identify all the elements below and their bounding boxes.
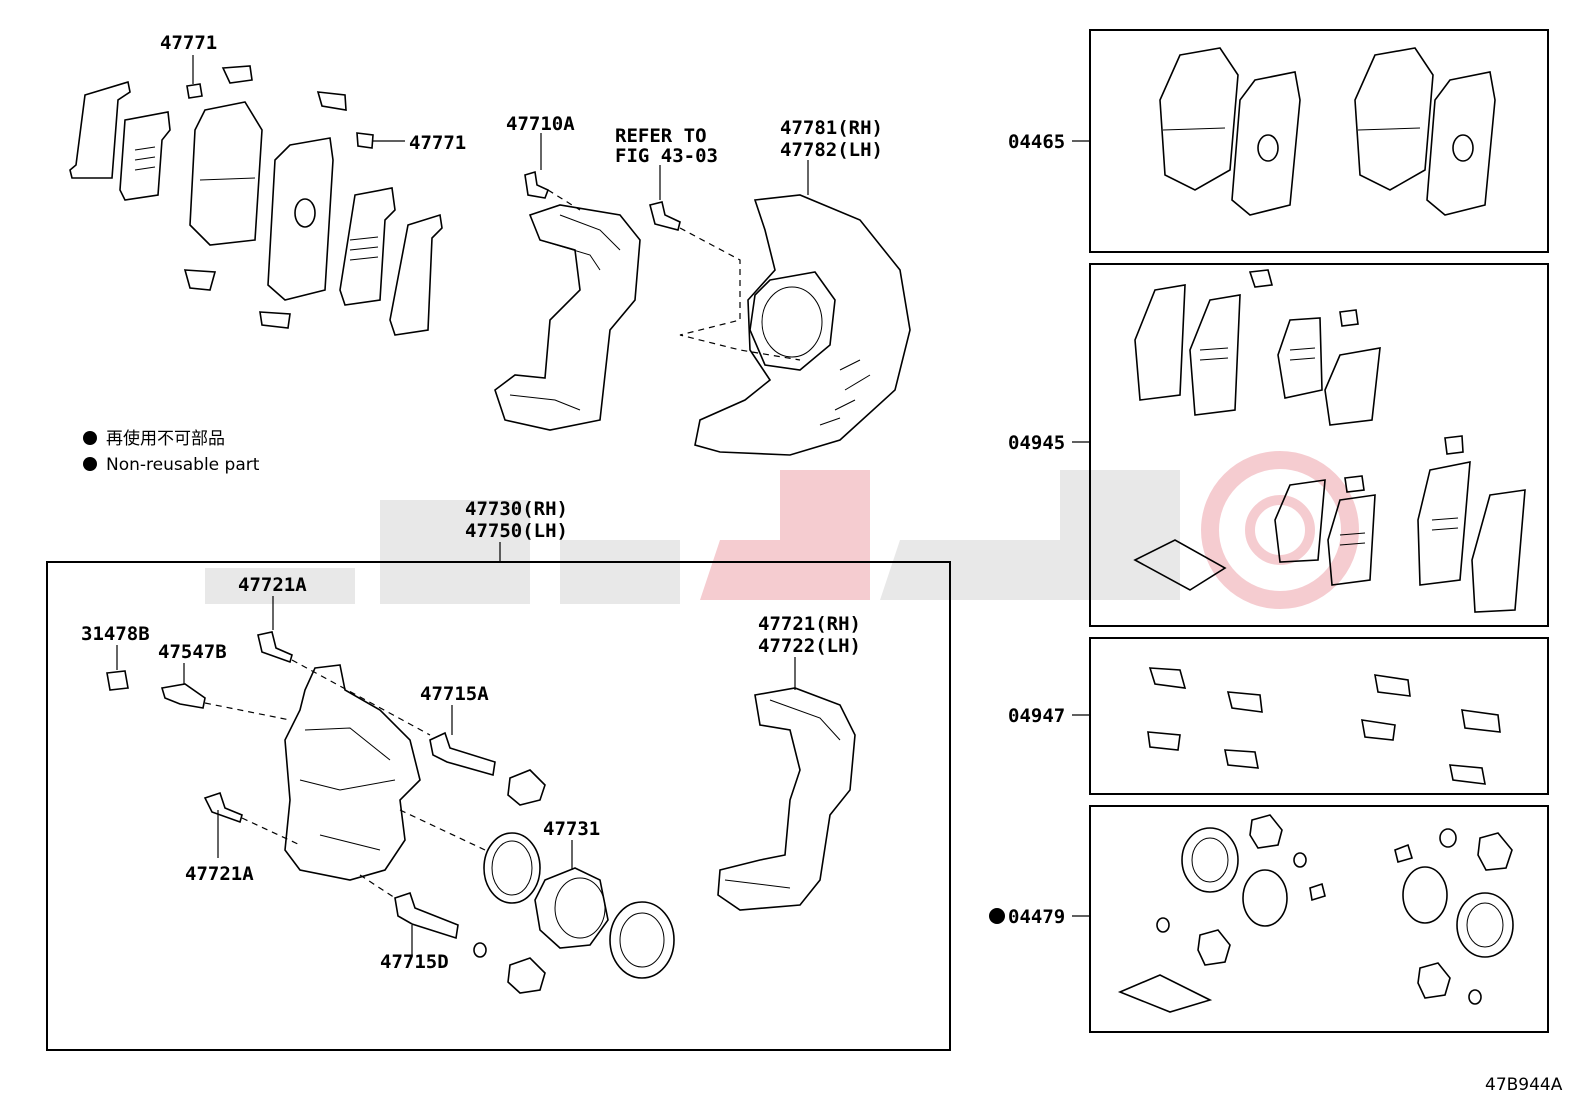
non-reusable-bullet-icon: [83, 431, 97, 445]
disc-brake-dust-cover: [694, 194, 911, 456]
label-47782: 47782(LH): [780, 139, 883, 161]
figure-code: 47B944A: [1485, 1075, 1563, 1095]
refer-line2: FIG 43-03: [615, 145, 718, 167]
kit-box-04945: [1089, 263, 1549, 627]
pin-boot: [507, 769, 546, 806]
kit-box-04947: [1089, 637, 1549, 795]
label-47771-top: 47771: [160, 32, 217, 54]
kit-box-04465: [1089, 29, 1549, 253]
kit-04479-seals: [1117, 814, 1514, 1013]
caliper-mounting-bracket: [494, 170, 641, 431]
legend-en: Non-reusable part: [106, 455, 260, 475]
slide-pin-a: [429, 731, 496, 777]
watermark: [205, 451, 1359, 609]
kit-label-04945: 04945: [1008, 432, 1065, 454]
kit-04945-shims: [1133, 269, 1526, 613]
small-ring: [473, 942, 487, 958]
label-47721A-bottom: 47721A: [185, 863, 254, 885]
label-47715D: 47715D: [380, 951, 449, 973]
kit-label-04947: 04947: [1008, 705, 1065, 727]
kit-label-04465: 04465: [1008, 131, 1065, 153]
label-47715A: 47715A: [420, 683, 489, 705]
refer-line1: REFER TO: [615, 125, 707, 147]
kit-label-04479: 04479: [1008, 906, 1065, 928]
pad-set-exploded: [69, 65, 443, 336]
label-47721A-top: 47721A: [238, 574, 307, 596]
caliper-cylinder: [284, 664, 421, 881]
label-47781: 47781(RH): [780, 117, 883, 139]
label-47750: 47750(LH): [465, 520, 568, 542]
kit-04465-pads: [1159, 47, 1496, 216]
caliper-mounting-bracket-sub: [717, 687, 856, 911]
non-reusable-bullet-icon: [83, 457, 97, 471]
label-31478B: 31478B: [81, 623, 150, 645]
kit-box-04479: [1089, 805, 1549, 1033]
pin-boot-2: [507, 957, 546, 994]
bolt-refer: [649, 201, 681, 231]
non-reusable-bullet-icon: [989, 908, 1005, 924]
bleeder-plug: [257, 631, 293, 664]
bleeder-plug-2: [203, 791, 243, 824]
label-47721: 47721(RH): [758, 613, 861, 635]
kit-04947-clips: [1147, 667, 1501, 785]
caliper-assembly-box: [46, 561, 951, 1051]
piston-parts: [483, 832, 675, 979]
label-47722: 47722(LH): [758, 635, 861, 657]
label-47771-right: 47771: [409, 132, 466, 154]
label-47731: 47731: [543, 818, 600, 840]
legend-jp: 再使用不可部品: [106, 428, 225, 449]
label-47710A: 47710A: [506, 113, 575, 135]
label-47547B: 47547B: [158, 641, 227, 663]
cap: [106, 670, 129, 691]
slide-pin-d: [394, 891, 459, 940]
label-47730: 47730(RH): [465, 498, 568, 520]
bleeder-screw: [160, 683, 206, 709]
